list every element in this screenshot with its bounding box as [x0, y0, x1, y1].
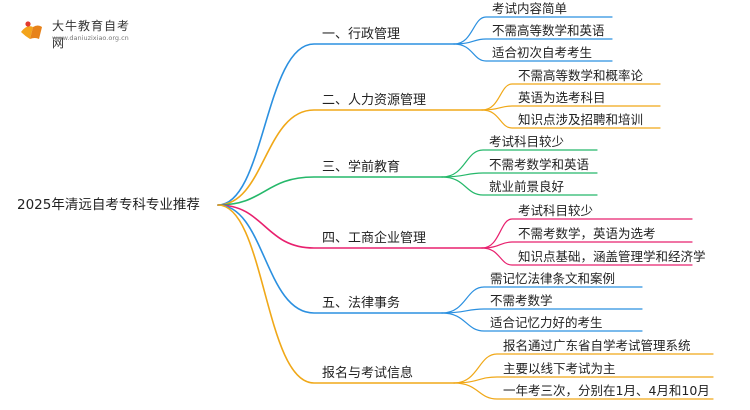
leaf-topic[interactable]: 知识点涉及招聘和培训 [518, 112, 644, 127]
leaf-connector [453, 376, 714, 384]
leaf-connector [453, 353, 714, 384]
leaf-topic[interactable]: 主要以线下考试为主 [503, 361, 616, 376]
leaf-topic[interactable]: 一年考三次，分别在1月、4月和10月 [503, 383, 710, 398]
branch-connector [217, 176, 443, 206]
leaf-connector [453, 382, 714, 400]
branch-connector [217, 43, 455, 206]
leaf-connector [481, 241, 693, 249]
leaf-connector [441, 308, 643, 314]
leaf-connector [481, 109, 661, 129]
branch-topic[interactable]: 五、法律事务 [322, 296, 401, 311]
leaf-topic[interactable]: 知识点基础，涵盖管理学和经济学 [518, 249, 706, 264]
leaf-topic[interactable]: 考试科目较少 [518, 203, 594, 218]
leaf-connector [453, 38, 613, 45]
branch-topic[interactable]: 三、学前教育 [322, 160, 401, 175]
leaf-connector [481, 247, 693, 266]
root-topic[interactable]: 2025年清远自考专科专业推荐 [17, 197, 200, 213]
leaf-topic[interactable]: 英语为选考科目 [518, 90, 606, 105]
leaf-connector [481, 105, 661, 111]
leaf-topic[interactable]: 不需考数学，英语为选考 [518, 226, 656, 241]
leaf-connector [441, 312, 643, 332]
branch-topic[interactable]: 二、人力资源管理 [322, 93, 427, 108]
leaf-connector [441, 149, 598, 178]
leaf-topic[interactable]: 报名通过广东省自学考试管理系统 [503, 338, 691, 353]
leaf-connector [453, 16, 613, 45]
leaf-connector [481, 218, 693, 249]
branch-connector [217, 109, 483, 206]
leaf-topic[interactable]: 适合初次自考考生 [492, 45, 593, 60]
leaf-topic[interactable]: 考试科目较少 [489, 134, 565, 149]
branch-connector [217, 204, 455, 384]
leaf-topic[interactable]: 需记忆法律条文和案例 [490, 271, 616, 286]
leaf-topic[interactable]: 不需考数学和英语 [489, 157, 590, 172]
branch-topic[interactable]: 一、行政管理 [322, 27, 401, 42]
logo-name: 大牛教育自考网 [52, 19, 131, 50]
leaf-connector [441, 172, 598, 178]
book-logo-icon [21, 21, 42, 39]
leaf-connector [481, 83, 661, 111]
logo-url: www.daniuzixiao.org.cn [52, 34, 129, 42]
leaf-topic[interactable]: 考试内容简单 [492, 1, 568, 16]
branch-connector [217, 204, 483, 249]
leaf-topic[interactable]: 不需高等数学和概率论 [518, 68, 644, 83]
site-logo[interactable]: 大牛教育自考网 www.daniuzixiao.org.cn [18, 14, 138, 50]
branch-connector [217, 204, 443, 314]
leaf-connector [453, 43, 613, 62]
leaf-topic[interactable]: 适合记忆力好的考生 [490, 315, 603, 330]
leaf-topic[interactable]: 不需高等数学和英语 [492, 23, 605, 38]
leaf-topic[interactable]: 不需考数学 [490, 293, 553, 308]
branch-topic[interactable]: 四、工商企业管理 [322, 231, 427, 246]
leaf-topic[interactable]: 就业前景良好 [489, 179, 565, 194]
leaf-connector [441, 176, 598, 196]
leaf-connector [441, 286, 643, 314]
branch-topic[interactable]: 报名与考试信息 [322, 366, 414, 381]
